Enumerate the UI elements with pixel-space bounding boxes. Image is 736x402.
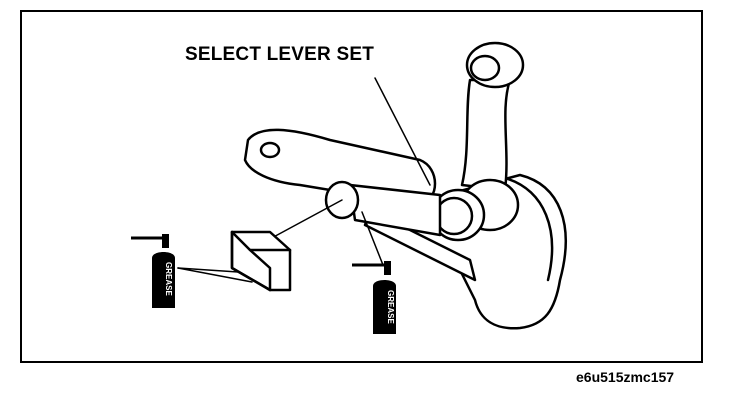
grease-can-right: GREASE (352, 261, 396, 334)
callout-label: SELECT LEVER SET (185, 44, 375, 65)
diagram-frame (20, 10, 703, 363)
grease-label-right: GREASE (386, 290, 395, 324)
lever-left-arm (243, 128, 437, 207)
lever-upper-arm (460, 78, 512, 192)
grease-can-left: GREASE (131, 234, 175, 308)
lever-eye-hole (259, 141, 281, 159)
figure-code: e6u515zmc157 (576, 369, 675, 385)
grease-label-left: GREASE (164, 262, 173, 296)
lever-shaft (348, 183, 442, 237)
